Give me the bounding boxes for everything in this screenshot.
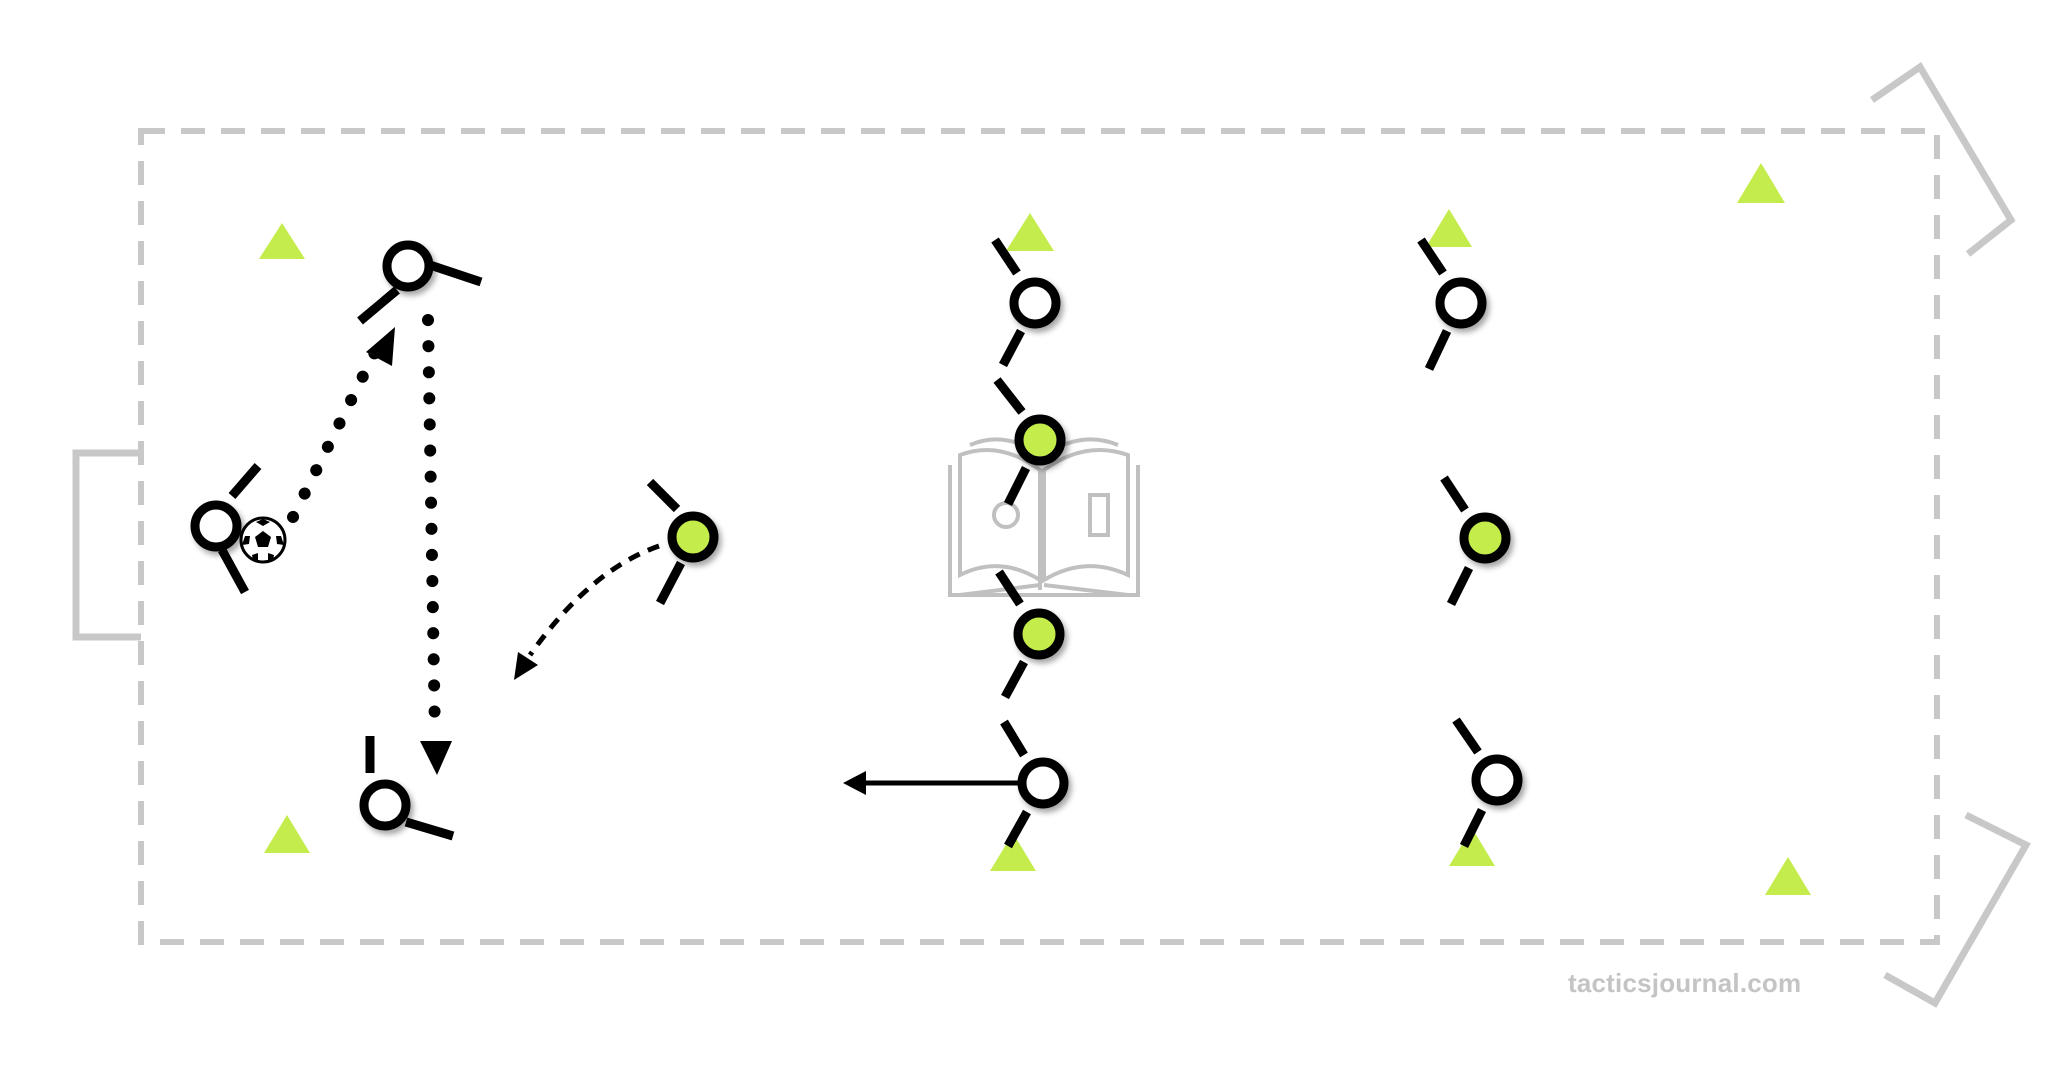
cone-icon <box>1737 163 1785 203</box>
arrowhead-down <box>420 741 452 775</box>
player-marker-icon <box>190 463 262 595</box>
player-marker-icon <box>1000 719 1069 849</box>
player-marker-icon <box>1440 475 1511 607</box>
player-marker-icon <box>1452 717 1523 849</box>
arrowhead-left <box>843 771 866 795</box>
player-marker-icon <box>646 478 719 606</box>
cone-icon <box>264 815 310 853</box>
player-marker-icon <box>357 240 483 325</box>
player-marker-icon <box>993 377 1066 507</box>
player-marker-icon <box>1417 237 1487 371</box>
top-right-goal-frame <box>1870 61 2016 257</box>
bottom-right-goal-frame <box>1883 811 2031 1008</box>
left-goal-frame <box>72 449 141 641</box>
pass-arrow-down <box>422 314 441 743</box>
watermark-text: tacticsjournal.com <box>1568 968 1802 998</box>
player-marker-icon <box>359 736 455 841</box>
pass-arrow-up <box>287 344 382 523</box>
cones <box>259 163 1811 895</box>
arrowhead-curved <box>514 652 538 680</box>
players <box>190 237 1523 849</box>
field-boundary <box>138 128 1940 945</box>
movement-arrows <box>287 314 1022 795</box>
cone-icon <box>1426 209 1472 247</box>
arrowhead-up <box>366 327 395 366</box>
cone-icon <box>259 223 305 259</box>
player-marker-icon <box>995 569 1065 700</box>
cone-icon <box>990 833 1036 871</box>
cone-icon <box>1449 828 1495 866</box>
cone-icon <box>1765 857 1811 895</box>
run-arrow-curved <box>527 543 660 657</box>
player-marker-icon <box>991 237 1061 368</box>
cone-icon <box>1006 213 1054 251</box>
soccer-ball-icon <box>239 516 287 564</box>
